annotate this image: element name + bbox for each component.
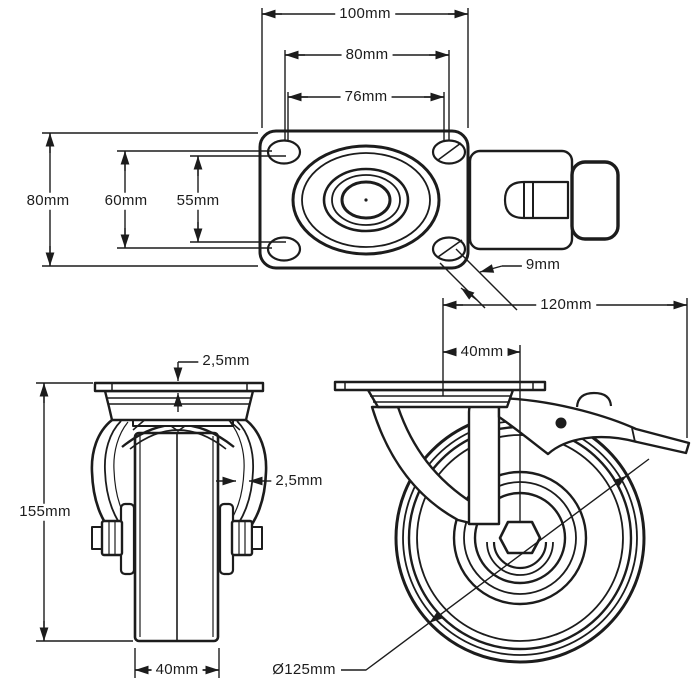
diameter-leader-line: [341, 458, 650, 671]
side-fork-blade: [370, 405, 476, 526]
side-swivel-housing: [366, 388, 515, 409]
brake-release-tab: [575, 391, 613, 408]
side-fork-leg: [467, 397, 501, 526]
dim-label-fork-thickness: 2,5mm: [271, 472, 327, 490]
dim-label-wheel-width: 40mm: [151, 661, 203, 679]
dim-label-bolt-spacing-width: 60mm: [100, 192, 152, 210]
dim-label-plate-thickness: 2,5mm: [198, 352, 254, 370]
dim-label-swivel-offset: 40mm: [456, 343, 508, 361]
dim-label-overall-length: 120mm: [536, 296, 596, 314]
brake-housing-plan: [468, 149, 620, 251]
front-swivel-housing: [103, 389, 255, 422]
dim-label-slot-spacing-length: 76mm: [340, 88, 392, 106]
plate-slot-holes: [266, 139, 467, 262]
axle-nut-right: [230, 519, 263, 557]
dim-label-wheel-diameter: Ø125mm: [268, 661, 340, 679]
axle-hex-nut-side: [498, 520, 542, 555]
front-top-plate: [93, 381, 265, 393]
dim-label-plate-width: 80mm: [22, 192, 74, 210]
dim-label-overall-height: 155mm: [15, 503, 75, 521]
brake-rivet: [555, 417, 567, 429]
top-plate-outline: [258, 129, 470, 270]
dim-label-slot-width: 9mm: [521, 256, 565, 274]
side-top-plate: [333, 380, 547, 392]
brake-housing-side: [497, 391, 691, 456]
swivel-bearing-rings: [291, 144, 441, 256]
dim-label-bolt-spacing-length: 80mm: [341, 46, 393, 64]
axle-nut-left: [91, 519, 124, 557]
slot-width-callout: [439, 248, 528, 311]
side-view-dimensions: [341, 298, 688, 671]
dim-label-plate-length: 100mm: [335, 5, 395, 23]
side-view: [333, 298, 691, 671]
front-wheel: [133, 431, 220, 643]
top-view-extension-lines: [42, 8, 469, 267]
dim-label-slot-spacing-width: 55mm: [172, 192, 224, 210]
brake-pedal-divider: [631, 427, 636, 443]
